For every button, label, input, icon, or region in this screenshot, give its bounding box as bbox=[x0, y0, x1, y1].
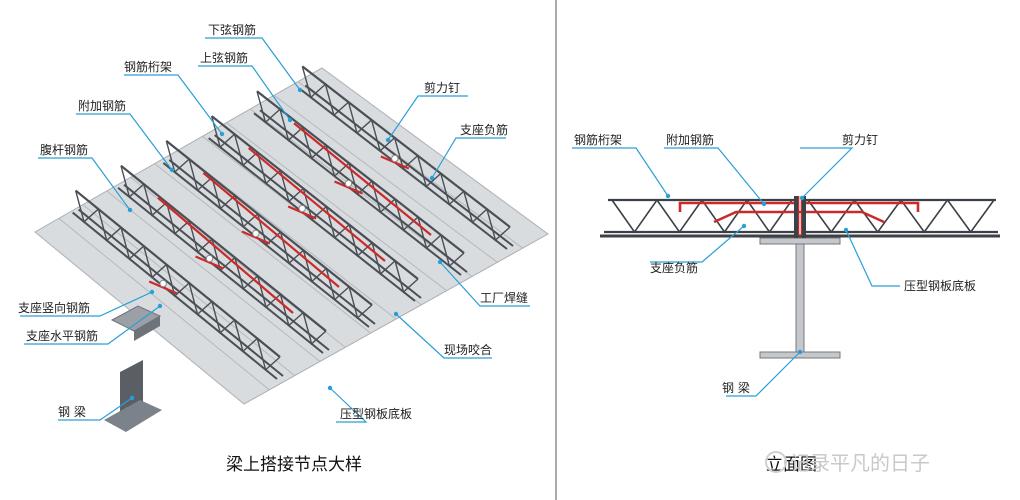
left-caption: 梁上搭接节点大样 bbox=[226, 455, 362, 475]
shear-stud-group bbox=[159, 154, 399, 288]
label-factory-weld: 工厂焊缝 bbox=[480, 290, 528, 305]
support-neg-bar bbox=[287, 205, 317, 220]
right-caption: 立面图 bbox=[766, 455, 817, 475]
r-label-steel-beam: 钢 梁 bbox=[722, 380, 750, 395]
deck-rib bbox=[58, 217, 270, 391]
label-shear-stud: 剪力钉 bbox=[424, 80, 460, 95]
truss-web bbox=[165, 140, 373, 320]
label-upper-chord: 上弦钢筋 bbox=[200, 50, 248, 65]
r-label-added-rebar: 附加钢筋 bbox=[666, 132, 714, 147]
deck-rib bbox=[321, 67, 549, 235]
deck-rib bbox=[106, 190, 321, 362]
shear-stud bbox=[159, 279, 167, 288]
truss-lower-chord bbox=[304, 84, 514, 247]
right-leaders bbox=[572, 147, 900, 397]
support-neg-bar bbox=[334, 180, 363, 195]
r-label-support-neg: 支座负筋 bbox=[650, 260, 698, 275]
label-added-rebar: 附加钢筋 bbox=[78, 98, 126, 113]
r-label-truss: 钢筋桁架 bbox=[574, 132, 622, 147]
left-panel: 下弦钢筋 钢筋桁架 上弦钢筋 附加钢筋 腹杆钢筋 剪力钉 支座负筋 支座竖向钢筋… bbox=[18, 22, 549, 475]
right-panel: 钢筋桁架 附加钢筋 剪力钉 支座负筋 压型钢板底板 钢 梁 立面图 bbox=[572, 132, 1000, 475]
truss-web bbox=[301, 66, 511, 242]
truss-webs bbox=[611, 198, 995, 234]
right-leader-dots bbox=[665, 193, 849, 355]
truss-upper-chord bbox=[74, 189, 281, 358]
deck-rib bbox=[226, 122, 447, 292]
label-site-seam: 现场咬合 bbox=[444, 342, 492, 357]
r-label-shear-stud: 剪力钉 bbox=[842, 132, 878, 147]
steel-beam-3d bbox=[104, 305, 162, 432]
label-deck-plate: 压型钢板底板 bbox=[340, 406, 412, 421]
r-label-deck-plate: 压型钢板底板 bbox=[904, 278, 976, 293]
label-support-neg: 支座负筋 bbox=[460, 122, 508, 137]
truss-upper-chord bbox=[120, 164, 327, 332]
added-rebar bbox=[293, 122, 432, 236]
watermark: 记录平凡的日子 bbox=[765, 451, 930, 475]
truss-web bbox=[74, 190, 281, 372]
shear-stud-right bbox=[802, 196, 806, 238]
truss-web-elev bbox=[807, 198, 995, 234]
shear-stud bbox=[298, 204, 306, 213]
steel-beam-elevation bbox=[759, 237, 841, 359]
watermark-text: 记录平凡的日子 bbox=[790, 451, 930, 475]
added-rebar bbox=[202, 172, 340, 288]
support-neg-bar bbox=[148, 280, 178, 295]
added-rebar bbox=[247, 147, 386, 262]
shear-stud-left bbox=[794, 196, 798, 238]
truss-chords bbox=[604, 198, 998, 234]
added-rebar-group bbox=[148, 122, 432, 314]
truss-web-elev bbox=[611, 198, 793, 234]
label-steel-beam: 钢 梁 bbox=[58, 404, 86, 419]
label-lower-chord: 下弦钢筋 bbox=[208, 22, 256, 37]
support-neg-bar bbox=[195, 255, 224, 270]
truss-upper-chord bbox=[301, 65, 511, 228]
truss-web bbox=[120, 165, 327, 346]
truss-upper-chord bbox=[165, 140, 373, 306]
watermark-logo-icon bbox=[765, 451, 787, 473]
truss-lower-chord bbox=[123, 183, 330, 351]
deck-rib bbox=[273, 94, 498, 263]
truss-upper-chord bbox=[210, 115, 419, 280]
added-rebar bbox=[157, 196, 294, 314]
truss-upper-chord bbox=[256, 90, 465, 254]
label-truss: 钢筋桁架 bbox=[124, 59, 172, 74]
support-neg-bar bbox=[241, 230, 271, 245]
label-support-vert: 支座竖向钢筋 bbox=[18, 300, 90, 315]
support-neg-bar bbox=[380, 155, 410, 170]
truss-lower-chord bbox=[259, 109, 468, 273]
truss-lower-chord bbox=[78, 208, 284, 377]
deck-rib bbox=[154, 163, 371, 334]
shear-stud bbox=[344, 179, 353, 188]
label-support-horiz: 支座水平钢筋 bbox=[26, 328, 98, 343]
truss-web bbox=[256, 91, 465, 268]
truss-lower-chord bbox=[214, 134, 422, 299]
truss-group bbox=[72, 65, 514, 380]
left-leader-dots bbox=[127, 87, 443, 401]
shear-stud bbox=[205, 254, 214, 263]
truss-web bbox=[210, 115, 419, 294]
shear-stud bbox=[252, 229, 260, 238]
label-web-bar: 腹杆钢筋 bbox=[40, 142, 88, 157]
left-leaders bbox=[20, 37, 530, 423]
elev-red-bars bbox=[678, 196, 920, 236]
truss-lower-chord bbox=[168, 159, 376, 325]
shear-stud bbox=[391, 154, 399, 163]
